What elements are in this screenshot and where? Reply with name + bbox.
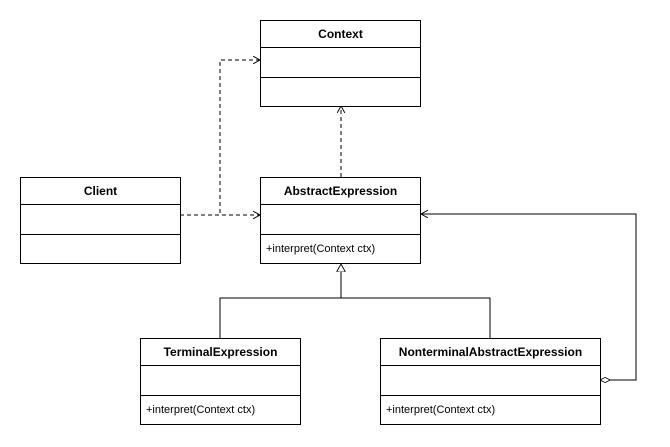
abstractexpression-class[interactable]: AbstractExpression +interpret(Context ct…	[260, 177, 421, 264]
client-class[interactable]: Client	[20, 177, 181, 264]
context-operations	[261, 78, 420, 106]
context-class-name: Context	[261, 21, 420, 48]
context-attributes	[261, 48, 420, 78]
client-operations	[21, 235, 180, 263]
terminalexpression-class[interactable]: TerminalExpression +interpret(Context ct…	[140, 338, 301, 425]
client-class-name: Client	[21, 178, 180, 205]
terminalexpression-class-name: TerminalExpression	[141, 339, 300, 366]
client-attributes	[21, 205, 180, 235]
context-class[interactable]: Context	[260, 20, 421, 107]
abstractexpression-class-name: AbstractExpression	[261, 178, 420, 205]
terminal-generalization-line	[219, 297, 341, 338]
nonterminal-aggregation-line	[421, 214, 637, 380]
terminalexpression-attributes	[141, 366, 300, 396]
abstractexpression-operation: +interpret(Context ctx)	[266, 243, 376, 255]
nonterminalexpression-attributes	[381, 366, 600, 396]
nonterminal-generalization-line	[341, 297, 491, 338]
abstractexpression-attributes	[261, 205, 420, 235]
nonterminalexpression-class[interactable]: NonterminalAbstractExpression +interpret…	[380, 338, 601, 425]
nonterminalexpression-operation: +interpret(Context ctx)	[386, 404, 496, 416]
terminalexpression-operation: +interpret(Context ctx)	[146, 404, 256, 416]
nonterminalexpression-class-name: NonterminalAbstractExpression	[381, 339, 600, 366]
client-context-dependency	[180, 60, 260, 216]
